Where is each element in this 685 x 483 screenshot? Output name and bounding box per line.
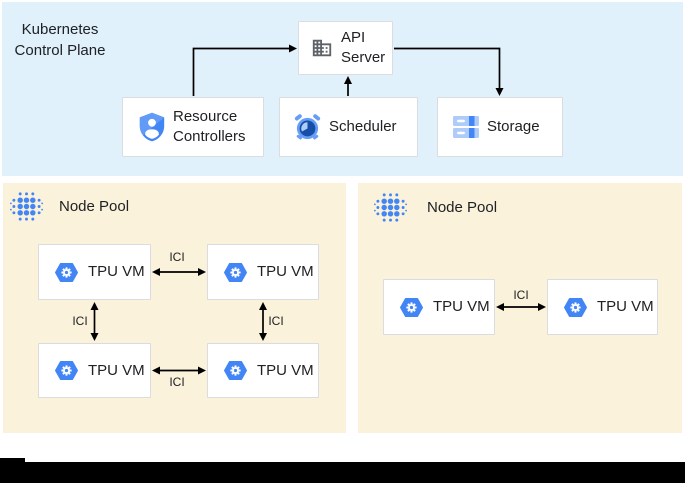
tpu-hexagon-gear-icon: [224, 360, 247, 381]
api-server-label: API Server: [341, 29, 386, 66]
alarm-clock-icon: [294, 114, 321, 141]
tpu-vm-node: TPU VM: [38, 343, 151, 398]
resource-controllers-label: Resource Controllers: [173, 108, 246, 145]
tpu-hexagon-gear-icon: [55, 262, 78, 283]
node-pool-label: Node Pool: [427, 199, 498, 216]
tpu-vm-label: TPU VM: [88, 361, 145, 379]
api-server-node: API Server: [298, 21, 393, 75]
tpu-hexagon-gear-icon: [224, 262, 247, 283]
tpu-vm-node: TPU VM: [38, 244, 151, 300]
tpu-vm-node: TPU VM: [547, 279, 658, 335]
bottom-bar-notch: [0, 458, 25, 464]
node-pool-dots-icon: [374, 191, 407, 224]
node-pool-label: Node Pool: [59, 198, 130, 215]
storage-disks-icon: [453, 115, 479, 139]
ici-label: ICI: [513, 288, 529, 302]
tpu-vm-label: TPU VM: [257, 263, 314, 280]
storage-label: Storage: [487, 118, 540, 135]
storage-node: Storage: [437, 97, 563, 157]
bottom-bar: [0, 462, 685, 483]
node-pool-dots-icon: [10, 190, 43, 223]
ici-label: ICI: [169, 375, 185, 389]
tpu-vm-label: TPU VM: [88, 263, 145, 280]
node-pool-header-left: Node Pool: [10, 190, 129, 223]
tpu-vm-node: TPU VM: [207, 343, 319, 398]
scheduler-label: Scheduler: [329, 118, 397, 135]
ici-label: ICI: [72, 314, 88, 328]
building-icon: [311, 37, 333, 59]
resource-controllers-node: Resource Controllers: [122, 97, 264, 157]
tpu-vm-label: TPU VM: [597, 298, 654, 315]
tpu-hexagon-gear-icon: [400, 297, 423, 318]
control-plane-title: Kubernetes Control Plane: [14, 21, 106, 59]
tpu-hexagon-gear-icon: [564, 297, 587, 318]
tpu-vm-node: TPU VM: [207, 244, 319, 300]
shield-user-icon: [139, 112, 165, 142]
ici-label: ICI: [169, 250, 185, 264]
tpu-vm-node: TPU VM: [383, 279, 495, 335]
tpu-hexagon-gear-icon: [55, 360, 78, 381]
tpu-vm-label: TPU VM: [257, 361, 314, 379]
tpu-vm-label: TPU VM: [433, 298, 490, 315]
scheduler-node: Scheduler: [279, 97, 418, 157]
node-pool-header-right: Node Pool: [374, 191, 497, 224]
ici-label: ICI: [268, 314, 284, 328]
